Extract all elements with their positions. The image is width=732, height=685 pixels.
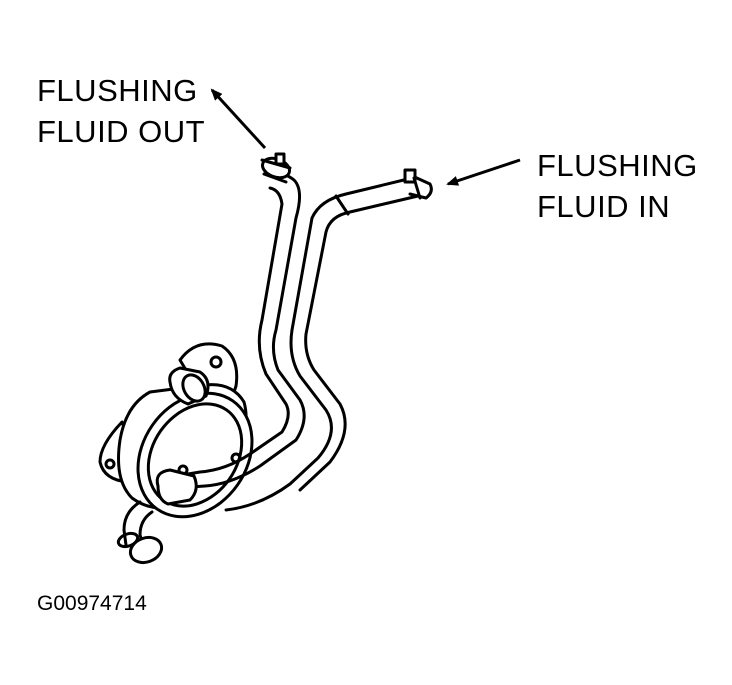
inlet-tube-inner — [298, 194, 420, 492]
flushing-out-line-1: FLUSHING — [37, 73, 198, 108]
lower-tube-fitting — [155, 468, 198, 506]
figure-id: G00974714 — [37, 592, 147, 615]
inlet-tube-joint — [334, 194, 350, 216]
outlet-tube-outer — [174, 168, 306, 490]
drain-tube-end — [128, 535, 164, 565]
arrow-out — [210, 88, 267, 150]
drain-tube-bead — [116, 531, 140, 549]
top-fitting-mouth — [181, 373, 207, 403]
arrow-in — [446, 158, 521, 186]
flushing-fluid-out-label: FLUSHING FLUID OUT — [37, 70, 205, 152]
inlet-clamp — [406, 172, 433, 200]
outlet-tube-inner — [174, 186, 290, 478]
flushing-in-line-1: FLUSHING — [537, 148, 698, 183]
inlet-clamp-band — [412, 176, 422, 200]
bracket-bolt-hole — [209, 355, 223, 369]
inlet-tube-outer — [224, 176, 414, 512]
flushing-out-line-2: FLUID OUT — [37, 114, 206, 149]
tab-bolt-hole — [104, 458, 116, 470]
inlet-clamp-screw — [403, 168, 417, 184]
flushing-fluid-in-label: FLUSHING FLUID IN — [537, 145, 698, 227]
outlet-clamp-screw — [274, 152, 286, 166]
flushing-in-line-2: FLUID IN — [537, 189, 671, 224]
drain-tube — [122, 500, 154, 550]
